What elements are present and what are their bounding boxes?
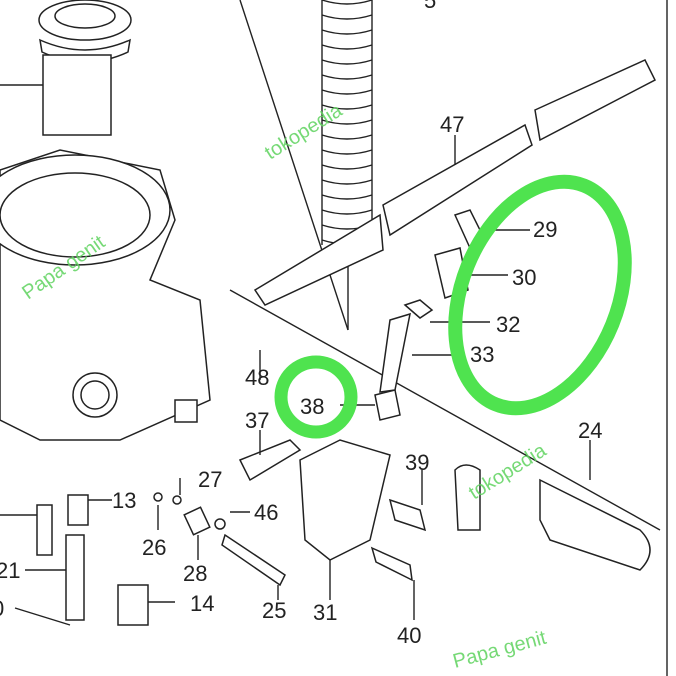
part-label: 21 bbox=[0, 558, 20, 583]
jet-part bbox=[36, 504, 53, 556]
part-label: 37 bbox=[245, 408, 269, 433]
part-label: 32 bbox=[496, 312, 520, 337]
part-label: 28 bbox=[183, 561, 207, 586]
spring-part bbox=[321, 0, 373, 245]
part-label: 29 bbox=[533, 217, 557, 242]
part-label: 40 bbox=[397, 623, 421, 648]
highlight-ring-large bbox=[448, 174, 632, 416]
part-label: 31 bbox=[313, 600, 337, 625]
part-label: 48 bbox=[245, 365, 269, 390]
tube-part bbox=[253, 59, 657, 306]
screw-part bbox=[221, 533, 286, 587]
part-label: 26 bbox=[142, 535, 166, 560]
watermark: tokopedia bbox=[261, 99, 347, 164]
screw-part bbox=[388, 498, 427, 532]
hose-part bbox=[454, 464, 651, 571]
part-label: 38 bbox=[300, 394, 324, 419]
part-label: 39 bbox=[405, 450, 429, 475]
float-valve-part bbox=[117, 584, 149, 626]
screw-part bbox=[370, 546, 413, 582]
highlight-ring-small bbox=[274, 355, 358, 439]
part-label: 46 bbox=[254, 500, 278, 525]
carburetor-body bbox=[0, 149, 661, 531]
part-label: 25 bbox=[262, 598, 286, 623]
needle-jet-part bbox=[65, 534, 85, 621]
cap-part bbox=[0, 0, 132, 136]
part-label: 47 bbox=[440, 112, 464, 137]
part-label: 0 bbox=[0, 596, 4, 621]
part-label: 5 bbox=[424, 0, 436, 13]
bracket-part bbox=[299, 439, 391, 561]
part-label: 33 bbox=[470, 342, 494, 367]
part-label: 27 bbox=[198, 467, 222, 492]
part-label: 24 bbox=[578, 418, 602, 443]
jet-part bbox=[67, 494, 89, 526]
part-label: 30 bbox=[512, 265, 536, 290]
part-label: 14 bbox=[190, 591, 214, 616]
part-label: 13 bbox=[112, 488, 136, 513]
gasket-part bbox=[238, 439, 302, 482]
watermark: Papa genit bbox=[451, 627, 549, 673]
